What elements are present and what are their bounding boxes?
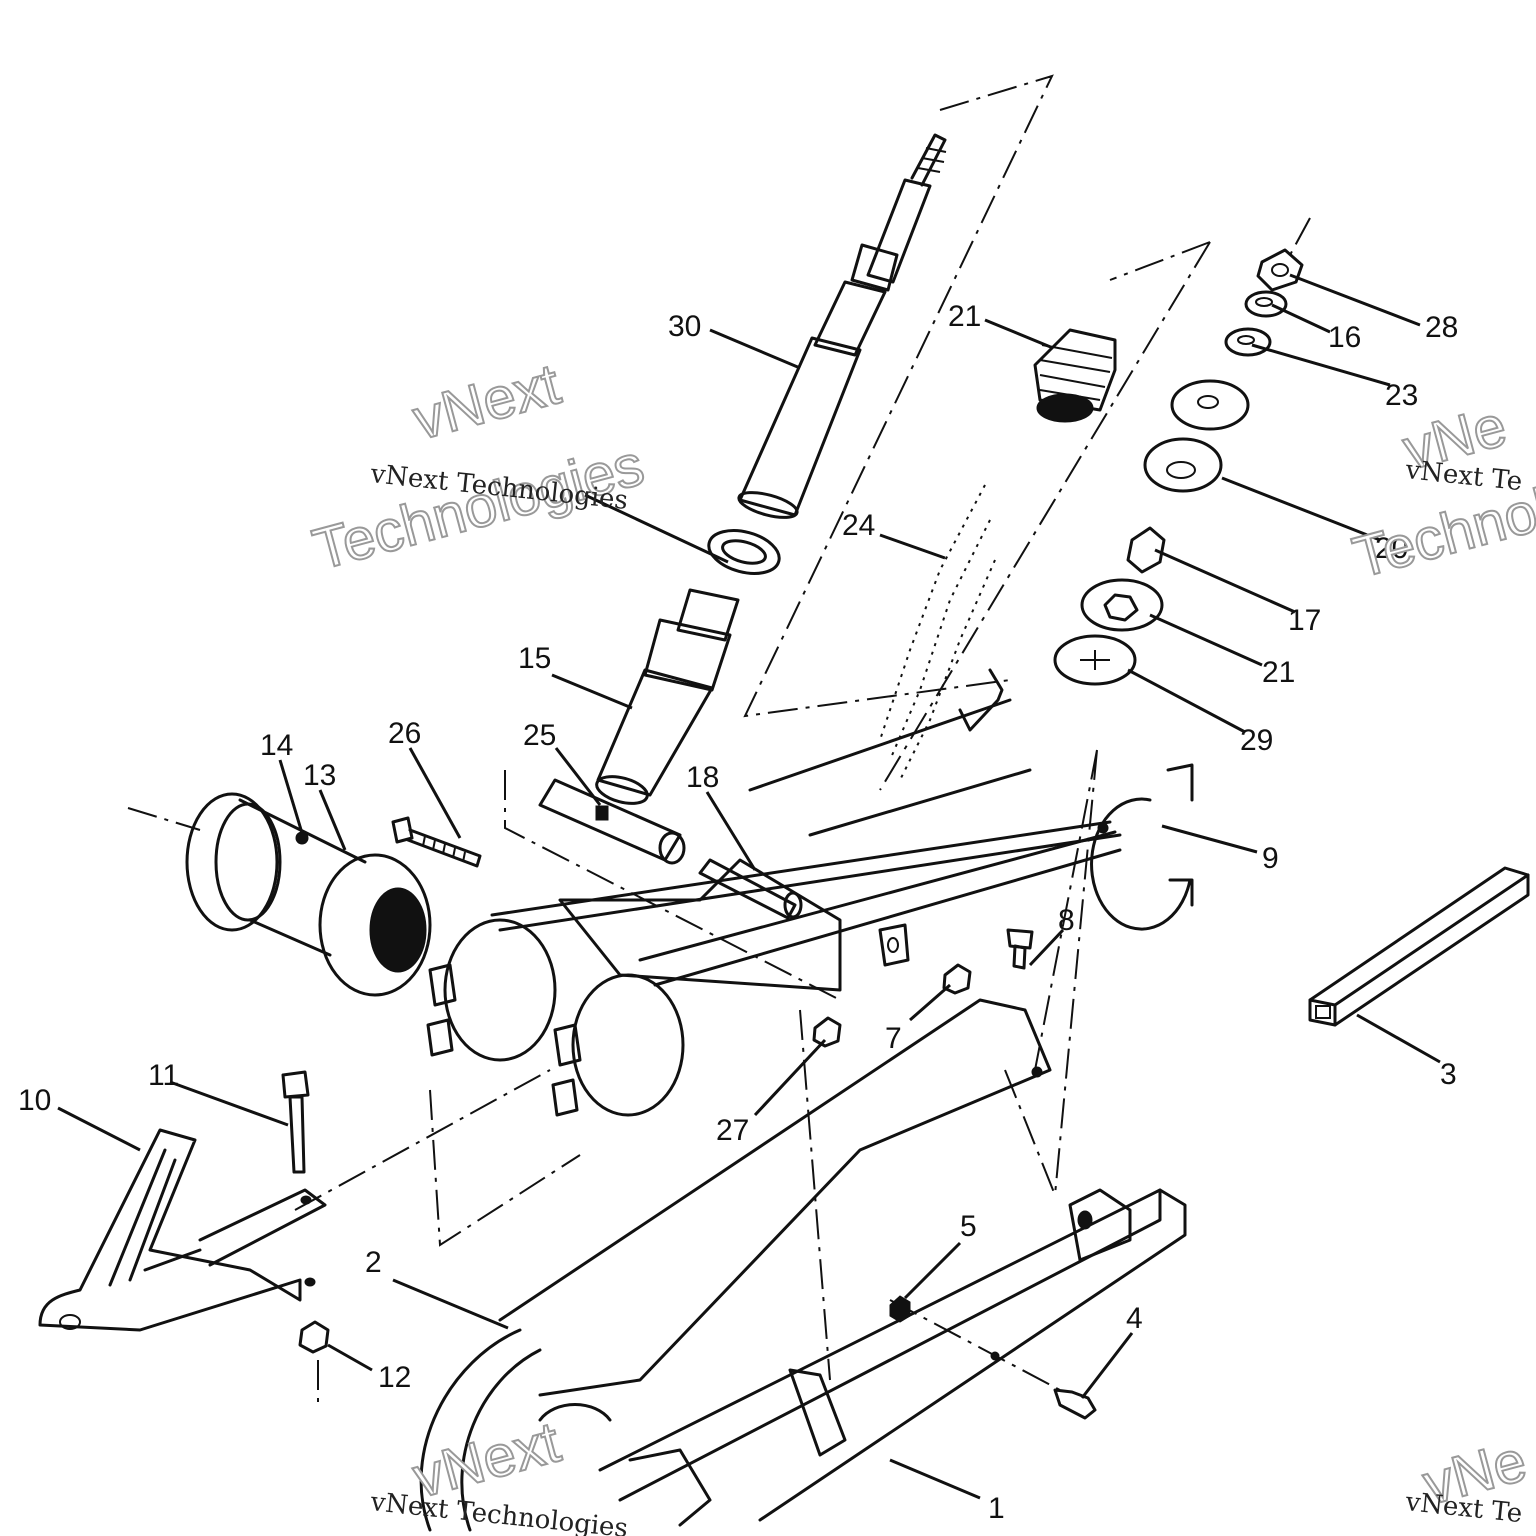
part-5-nut xyxy=(889,1295,911,1323)
part-20-bushing xyxy=(1143,437,1223,493)
arm-assembly xyxy=(426,698,1194,1117)
watermark-right: vNe Technolo vNext Te xyxy=(1346,392,1536,591)
callout-2: 2 xyxy=(365,1246,382,1279)
part-18-spacer xyxy=(698,858,803,920)
washer-upper xyxy=(707,529,781,575)
watermark-brand: vNext xyxy=(407,351,567,452)
watermark-caption-right: vNext Te xyxy=(1403,455,1523,497)
callout-9: 9 xyxy=(1262,842,1279,875)
part-15-shock-body xyxy=(595,588,740,805)
part-17-nut xyxy=(1126,526,1166,574)
part-10-bracket xyxy=(38,1128,327,1332)
callout-28: 28 xyxy=(1425,311,1458,344)
part-4-bolt xyxy=(990,1351,1097,1420)
callout-1: 1 xyxy=(988,1492,1005,1525)
part-16-washer xyxy=(1244,290,1288,318)
watermark-bottom-left: vNext vNext Technologies xyxy=(368,1408,629,1536)
callout-8: 8 xyxy=(1058,904,1075,937)
callout-27: 27 xyxy=(716,1114,749,1147)
leader-lines xyxy=(57,273,1441,1500)
callout-13: 13 xyxy=(303,759,336,792)
callout-labels: 30 21 28 16 23 20 24 17 21 29 15 14 13 2… xyxy=(18,300,1458,1525)
bracket-clip xyxy=(878,923,910,967)
part-24-spring xyxy=(879,484,1004,781)
bushing-upper xyxy=(1170,379,1250,431)
part-30-shock-absorber xyxy=(737,133,947,519)
part-1-frame-bar xyxy=(598,1188,1187,1527)
callout-21: 21 xyxy=(1262,656,1295,689)
callout-18: 18 xyxy=(686,761,719,794)
part-3-square-tube xyxy=(1308,866,1530,1027)
callout-24: 24 xyxy=(842,509,875,542)
callout-12: 12 xyxy=(378,1361,411,1394)
callout-7: 7 xyxy=(885,1022,902,1055)
part-2-rail xyxy=(419,998,1052,1532)
part-26-bolt xyxy=(391,816,482,868)
callout-15: 15 xyxy=(518,642,551,675)
part-12-nut xyxy=(298,1320,330,1354)
callout-25: 25 xyxy=(523,719,556,752)
assembly-centerlines xyxy=(127,74,1311,1410)
callout-4: 4 xyxy=(1126,1302,1143,1335)
part-23-washer xyxy=(1224,327,1272,357)
part-8-bolt xyxy=(1006,928,1034,970)
callout-19: 21 xyxy=(948,300,981,333)
callout-17: 17 xyxy=(1288,604,1321,637)
part-19-bump-stop xyxy=(1033,328,1117,423)
part-27-nut xyxy=(812,1016,842,1048)
callout-23: 23 xyxy=(1385,379,1418,412)
callout-11: 11 xyxy=(148,1059,179,1092)
callout-3: 3 xyxy=(1440,1058,1457,1091)
watermark-bottom-right: vNe vNext Te xyxy=(1403,1427,1534,1529)
callout-29: 29 xyxy=(1240,724,1273,757)
callout-26: 26 xyxy=(388,717,421,750)
callout-10: 10 xyxy=(18,1084,51,1117)
part-14-grease-fitting xyxy=(295,831,309,845)
part-11-bolt xyxy=(281,1070,310,1174)
watermark-top-left: vNext Technologies vNext Technologies xyxy=(306,350,652,583)
callout-14: 14 xyxy=(260,729,293,762)
part-7-nut xyxy=(942,963,972,995)
callout-16: 16 xyxy=(1328,321,1361,354)
part-21-washer xyxy=(1080,578,1164,632)
callout-5: 5 xyxy=(960,1210,977,1243)
part-25-pin xyxy=(538,778,686,865)
callout-30: 30 xyxy=(668,310,701,343)
part-29-washer xyxy=(1053,634,1137,686)
part-28-nut xyxy=(1256,248,1304,292)
watermark-caption-bottom: vNext Technologies xyxy=(368,1487,629,1536)
callout-20: 20 xyxy=(1375,532,1408,565)
